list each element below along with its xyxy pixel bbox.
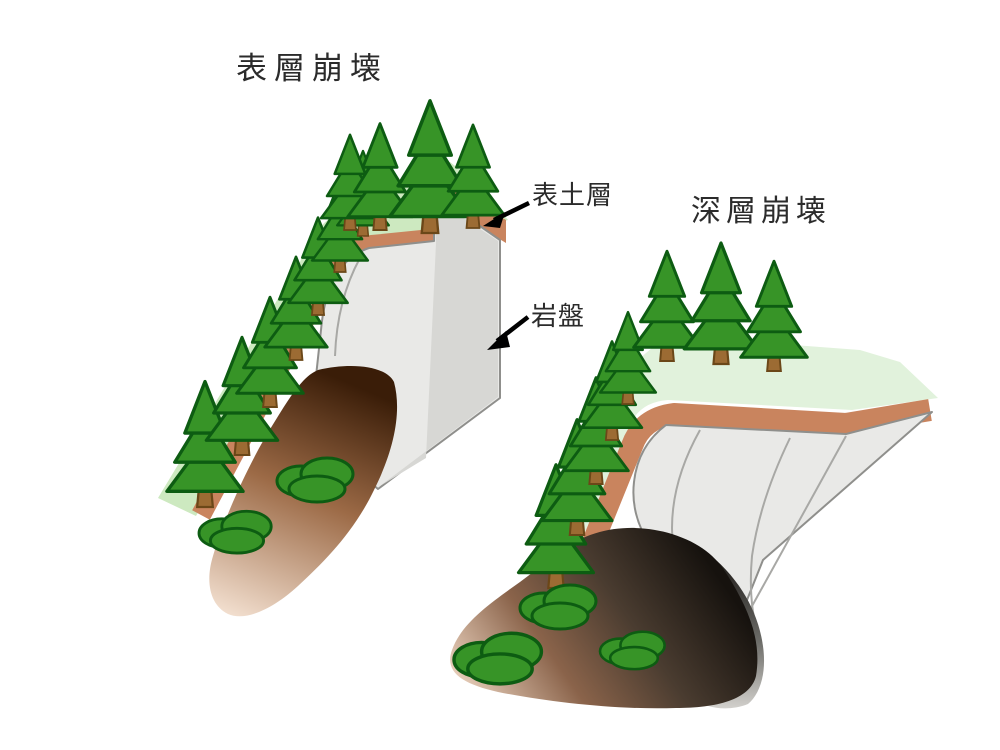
title-shallow-landslide: 表層崩壊 [236, 51, 388, 86]
shallow-landslide-figure [158, 99, 508, 617]
deep-landslide-figure [450, 241, 938, 709]
conifer-tree-icon [739, 259, 809, 373]
title-deep-landslide: 深層崩壊 [691, 195, 831, 228]
annotation-arrows [483, 200, 530, 350]
conifer-tree-icon [682, 241, 760, 366]
bedrock-side-face [380, 198, 498, 486]
label-topsoil-layer: 表土層 [532, 180, 614, 210]
vegetated-slope-surface [540, 338, 938, 592]
bedrock-arrowhead-icon [487, 331, 510, 350]
label-bedrock: 岩盤 [531, 301, 586, 331]
topsoil-arrowhead-icon [483, 212, 505, 228]
topsoil-layer-band [561, 399, 932, 599]
